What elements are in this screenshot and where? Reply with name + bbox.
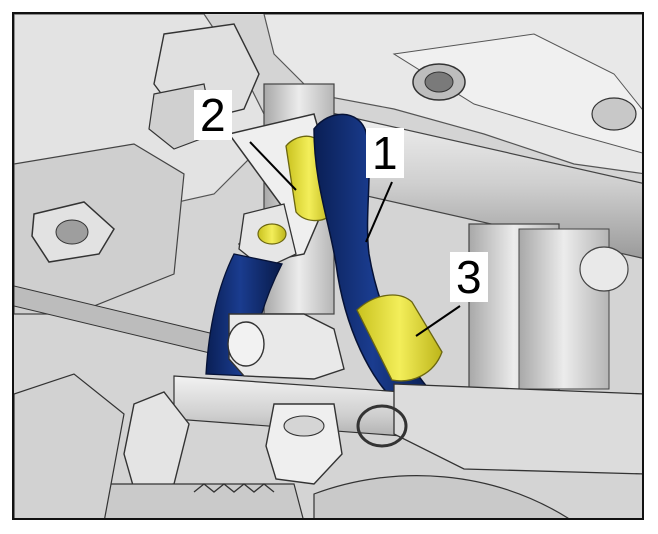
bracket-top-right [392, 33, 642, 154]
bracket-lower-right [393, 383, 642, 475]
housing-lower-left [14, 373, 125, 518]
clamp-2-screw [257, 223, 287, 245]
connector-star-head [227, 321, 265, 367]
pulley-bottom [313, 475, 569, 518]
bolt-head [283, 415, 325, 437]
protective-sleeve-3 [356, 294, 443, 382]
hose-clip-ring [356, 404, 408, 448]
callout-1: 1 [366, 128, 404, 178]
callout-3-label: 3 [456, 251, 482, 303]
engine-bay-illustration [14, 14, 642, 518]
leader-line-2 [249, 141, 297, 191]
leader-line-3 [415, 305, 461, 337]
nut-center [55, 219, 89, 245]
callout-1-label: 1 [372, 127, 398, 179]
bolt-hole-inner [424, 71, 454, 93]
leader-line-1 [365, 181, 393, 243]
bolt-hole-right [591, 97, 637, 131]
callout-3: 3 [450, 252, 488, 302]
illustration-frame: 2 1 3 [12, 12, 644, 520]
pipe-end-cap [579, 246, 629, 292]
rack-teeth [193, 483, 275, 493]
callout-2: 2 [194, 90, 232, 140]
callout-2-label: 2 [200, 89, 226, 141]
